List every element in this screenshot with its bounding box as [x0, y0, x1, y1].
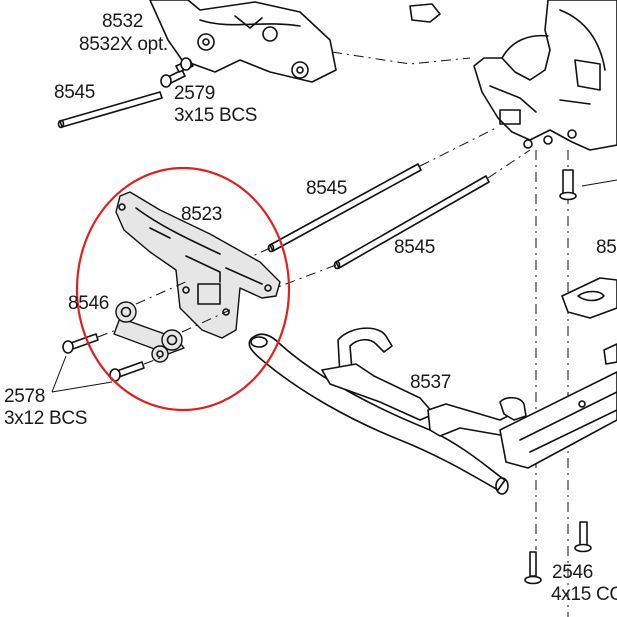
- label-85-cut: 85: [596, 237, 617, 258]
- front-bumper-8537: [248, 327, 617, 495]
- pin-8545-top: [57, 91, 163, 129]
- label-4x15-cc: 4x15 CC: [551, 584, 617, 605]
- label-3x12-bcs: 3x12 BCS: [4, 408, 87, 429]
- label-2578: 2578: [4, 386, 45, 407]
- shock-tower-8523: [115, 191, 281, 339]
- label-8546: 8546: [68, 293, 109, 314]
- label-8532x: 8532X opt.: [79, 34, 168, 55]
- label-2579: 2579: [174, 83, 215, 104]
- label-8545-lower: 8545: [394, 237, 435, 258]
- skid-plate-fragment: [561, 277, 617, 319]
- label-8523: 8523: [181, 204, 222, 225]
- label-8532: 8532: [102, 11, 143, 32]
- pin-8545-lower: [333, 175, 490, 270]
- screws-2546: [524, 521, 592, 585]
- bumper-mount-8546: [113, 279, 231, 363]
- callout-highlight: [75, 166, 291, 412]
- label-2546: 2546: [552, 562, 593, 583]
- chassis-bulkhead: [473, 0, 617, 151]
- label-3x15-bcs: 3x15 BCS: [174, 105, 257, 126]
- suspension-arm-8532: [149, 0, 471, 83]
- label-8545-middle: 8545: [306, 178, 347, 199]
- screw-right: [559, 169, 577, 201]
- pin-8545-middle: [267, 163, 422, 253]
- screws-2578: [51, 329, 161, 393]
- label-8537: 8537: [410, 372, 451, 393]
- label-8545-top: 8545: [54, 82, 95, 103]
- screw-2579: [160, 57, 194, 88]
